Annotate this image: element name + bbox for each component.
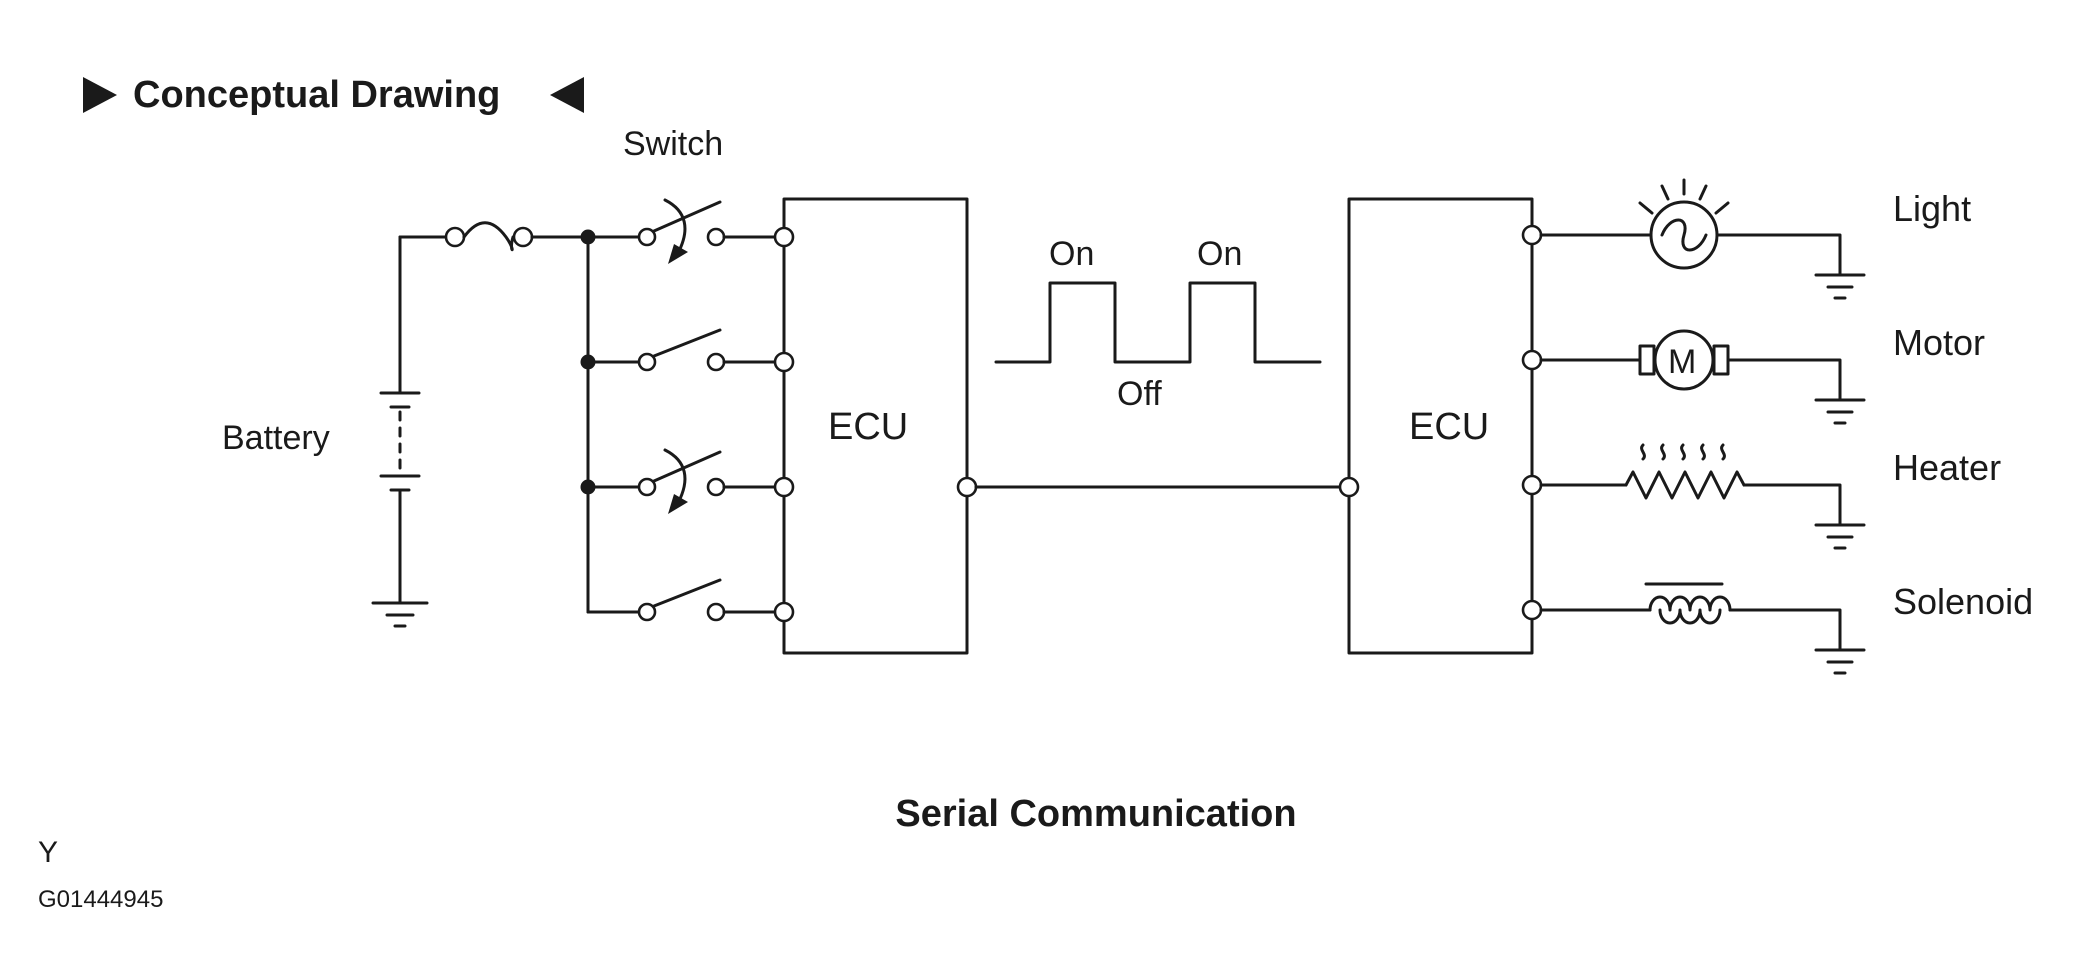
signal-off-label: Off (1117, 375, 1162, 413)
battery: Battery (222, 235, 450, 628)
heater-load (1539, 443, 1866, 550)
title-text: Conceptual Drawing (133, 74, 500, 116)
footer-code-letter: Y (38, 836, 58, 869)
fuse-icon (444, 221, 534, 252)
diagram-title: Conceptual Drawing (83, 74, 584, 116)
signal-waveform: On On Off (994, 235, 1322, 413)
ground-icon (371, 601, 429, 628)
signal-on-label: On (1049, 235, 1094, 273)
switch-3 (586, 448, 778, 514)
load-label-motor: Motor (1893, 322, 1985, 363)
load-label-heater: Heater (1893, 447, 2001, 488)
ecu-right-label: ECU (1409, 406, 1489, 448)
ground-icon (1814, 398, 1866, 425)
motor-load: M (1539, 329, 1866, 425)
signal-on-label: On (1197, 235, 1242, 273)
lamp-icon (1638, 178, 1730, 270)
solenoid-icon (1644, 582, 1732, 625)
heater-icon (1624, 443, 1746, 500)
switch-label: Switch (623, 125, 723, 163)
load-label-light: Light (1893, 188, 1971, 229)
ecu-left: ECU (773, 197, 978, 655)
load-label-solenoid: Solenoid (1893, 581, 2033, 622)
ecu-right: ECU (1338, 197, 1543, 655)
ground-icon (1814, 523, 1866, 550)
footer-figure-id: G01444945 (38, 886, 163, 913)
light-load (1539, 178, 1866, 300)
svg-text:M: M (1668, 343, 1696, 381)
press-arrow-icon (668, 494, 688, 514)
right-arrow-icon (83, 77, 117, 113)
motor-icon: M (1638, 329, 1730, 391)
ground-icon (1814, 648, 1866, 675)
switch-4 (637, 578, 778, 622)
switch-2 (586, 328, 778, 372)
ground-icon (1814, 273, 1866, 300)
solenoid-load (1539, 582, 1866, 675)
left-arrow-icon (550, 77, 584, 113)
diagram-caption: Serial Communication (895, 793, 1296, 835)
ecu-left-label: ECU (828, 406, 908, 448)
press-arrow-icon (668, 244, 688, 264)
battery-label: Battery (222, 419, 330, 457)
switch-1 (586, 198, 778, 264)
